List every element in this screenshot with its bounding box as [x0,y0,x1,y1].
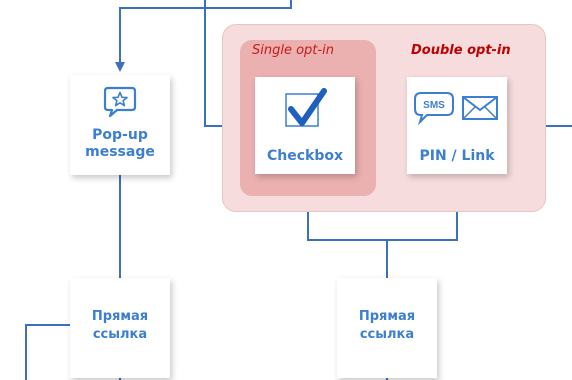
checkbox-label: Checkbox [266,148,343,164]
direct-link-label-left: Прямая ссылка [91,309,149,342]
pin-link-node: SMS PIN / Link [407,77,507,174]
direct-link-label-center: Прямая ссылка [358,309,416,342]
star-message-icon [103,86,137,118]
double-opt-in-label: Double opt-in [411,43,511,58]
envelope-icon [462,96,498,120]
popup-message-label: Pop-up message [85,127,155,160]
direct-link-node-left: Прямая ссылка [70,278,170,378]
svg-text:SMS: SMS [423,100,445,111]
connector-left-exit [25,324,70,380]
single-opt-in-label: Single opt-in [252,43,334,58]
sms-bubble-icon: SMS [414,92,454,125]
direct-link-node-center: Прямая ссылка [337,278,437,378]
pin-link-label: PIN / Link [419,148,495,164]
popup-message-node: Pop-up message [70,75,170,175]
checkmark-icon [285,88,327,127]
checkbox-node: Checkbox [255,77,355,174]
